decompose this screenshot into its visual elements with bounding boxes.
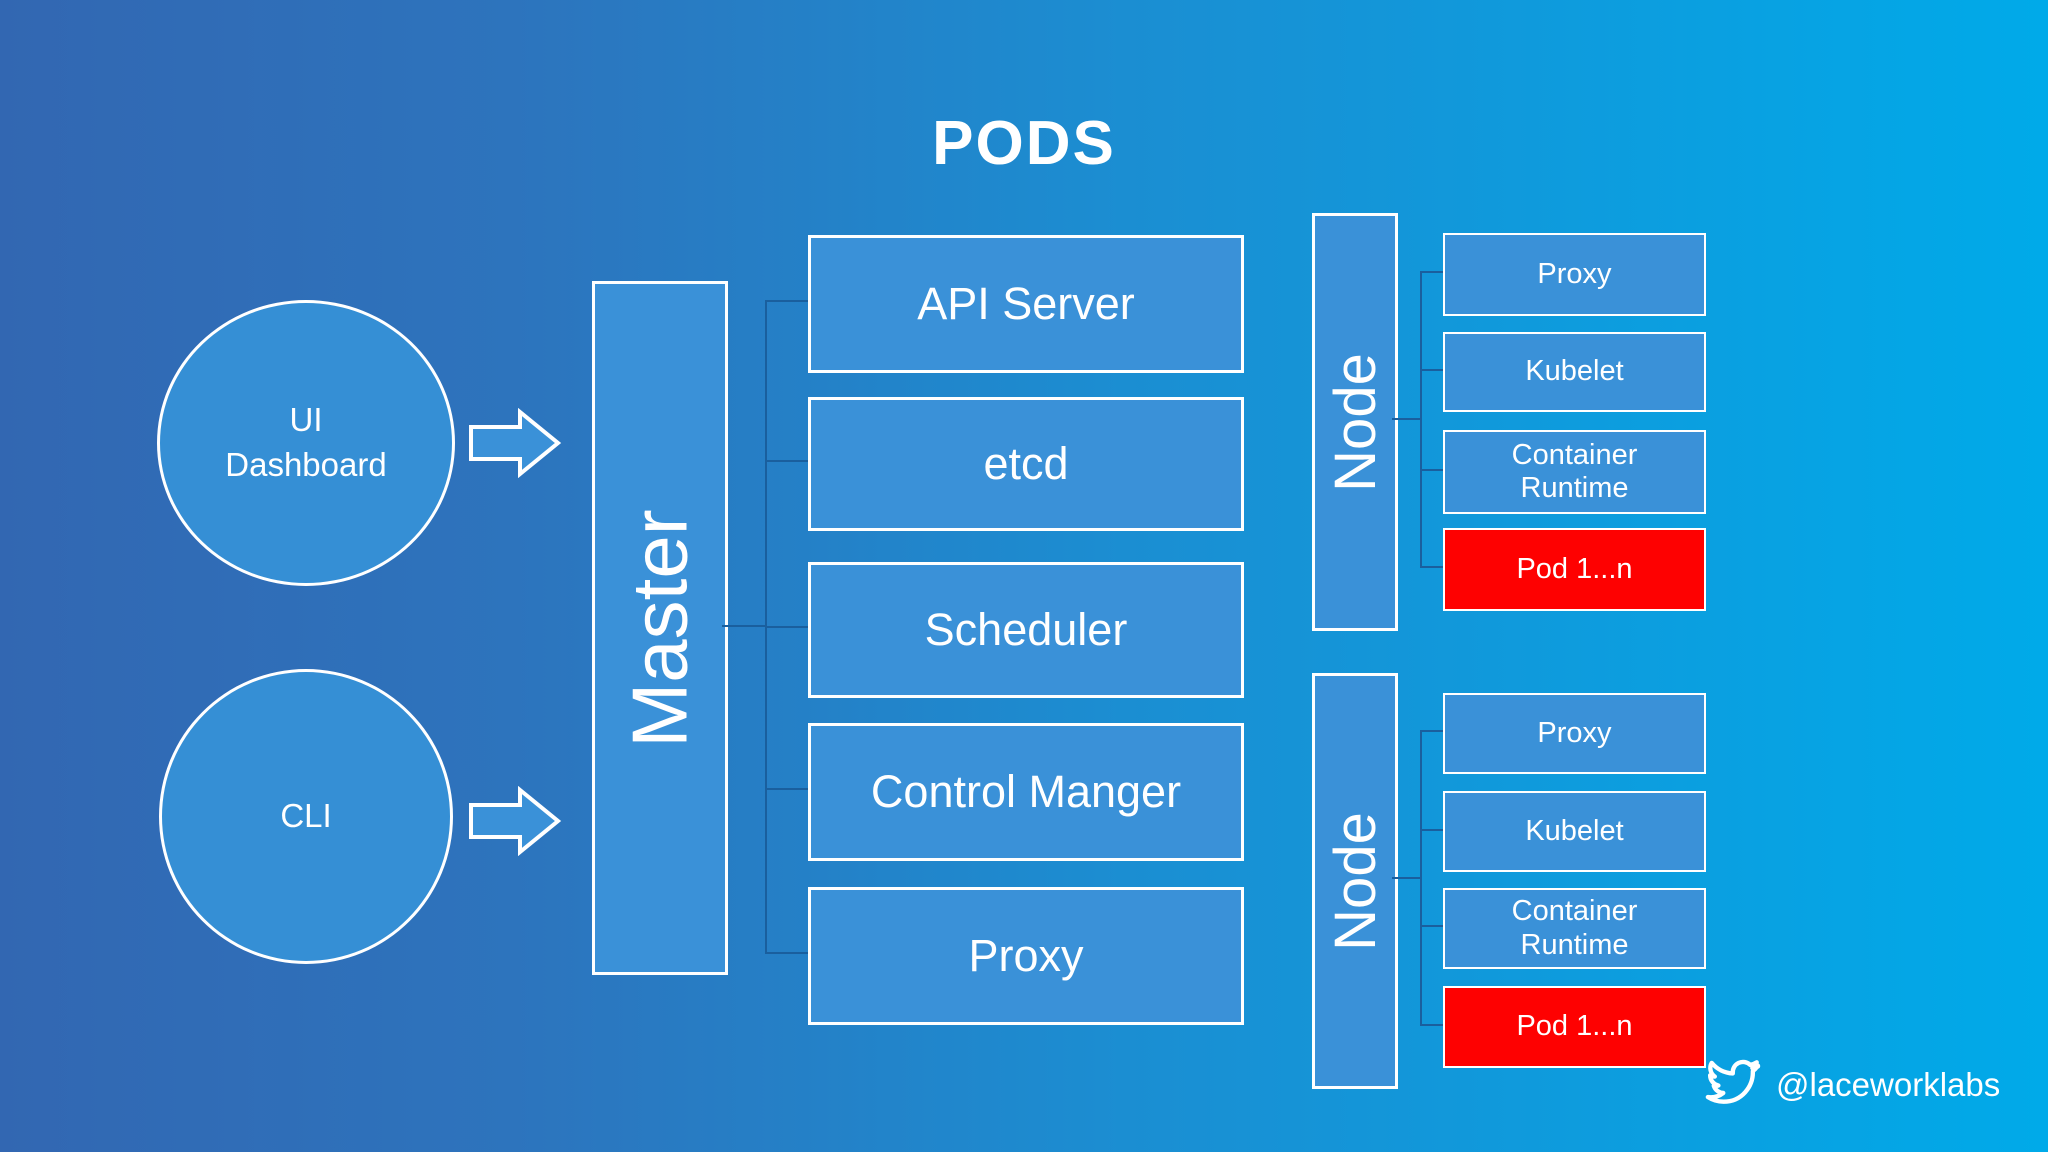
twitter-attribution: @laceworklabs xyxy=(1700,1058,2000,1112)
ui-dashboard-label-line1: UI xyxy=(289,401,323,439)
connector-line xyxy=(1420,730,1443,732)
control-manager-box: Control Manger xyxy=(808,723,1244,861)
node1-proxy-label: Proxy xyxy=(1537,257,1612,290)
cli-circle: CLI xyxy=(159,669,453,964)
connector-line xyxy=(765,952,808,954)
connector-line xyxy=(1420,271,1443,273)
connector-line xyxy=(1392,877,1420,879)
scheduler-label: Scheduler xyxy=(924,604,1128,655)
node1-pod-box: Pod 1...n xyxy=(1443,528,1706,611)
node1-kubelet-box: Kubelet xyxy=(1443,332,1706,412)
connector-line xyxy=(1420,271,1422,568)
right-arrow-icon xyxy=(469,786,562,856)
node2-container-runtime-box: Container Runtime xyxy=(1443,888,1706,969)
ui-dashboard-circle: UI Dashboard xyxy=(157,300,455,586)
connector-line xyxy=(765,788,808,790)
node2-pod-box: Pod 1...n xyxy=(1443,986,1706,1068)
node-bar-2: Node xyxy=(1312,673,1398,1089)
connector-line xyxy=(1420,730,1422,1026)
master-label: Master xyxy=(615,508,704,748)
master-bar: Master xyxy=(592,281,728,975)
scheduler-box: Scheduler xyxy=(808,562,1244,698)
page-title: PODS xyxy=(932,109,1116,178)
connector-line xyxy=(1420,469,1443,471)
node2-kubelet-label: Kubelet xyxy=(1525,814,1624,847)
master-proxy-label: Proxy xyxy=(968,930,1084,981)
node2-proxy-label: Proxy xyxy=(1537,716,1612,749)
connector-line xyxy=(1420,566,1443,568)
node1-proxy-box: Proxy xyxy=(1443,233,1706,316)
twitter-bird-icon xyxy=(1705,1059,1761,1104)
cli-label: CLI xyxy=(280,797,332,835)
etcd-box: etcd xyxy=(808,397,1244,531)
ui-dashboard-label-line2: Dashboard xyxy=(225,446,387,483)
control-manager-label: Control Manger xyxy=(870,766,1182,817)
node-bar-1: Node xyxy=(1312,213,1398,631)
master-proxy-box: Proxy xyxy=(808,887,1244,1025)
node2-proxy-box: Proxy xyxy=(1443,693,1706,774)
connector-line xyxy=(1420,925,1443,927)
node2-pod-label: Pod 1...n xyxy=(1516,1010,1633,1043)
connector-line xyxy=(722,625,765,627)
node2-container-runtime-label: Container Runtime xyxy=(1511,895,1638,961)
etcd-label: etcd xyxy=(983,438,1069,489)
api-server-label: API Server xyxy=(917,278,1135,329)
right-arrow-icon xyxy=(469,408,562,478)
node1-pod-label: Pod 1...n xyxy=(1516,552,1633,585)
connector-line xyxy=(765,460,808,462)
connector-line xyxy=(1392,418,1420,420)
node-2-label: Node xyxy=(1322,811,1388,951)
connector-line xyxy=(1420,829,1443,831)
node1-kubelet-label: Kubelet xyxy=(1525,355,1624,388)
api-server-box: API Server xyxy=(808,235,1244,373)
node1-container-runtime-label: Container Runtime xyxy=(1511,438,1638,504)
node-1-label: Node xyxy=(1322,352,1388,492)
node2-kubelet-box: Kubelet xyxy=(1443,791,1706,872)
connector-line xyxy=(765,300,808,302)
node1-container-runtime-box: Container Runtime xyxy=(1443,430,1706,514)
twitter-handle: @laceworklabs xyxy=(1776,1066,2001,1103)
connector-line xyxy=(1420,369,1443,371)
connector-line xyxy=(765,626,808,628)
connector-line xyxy=(1420,1024,1443,1026)
